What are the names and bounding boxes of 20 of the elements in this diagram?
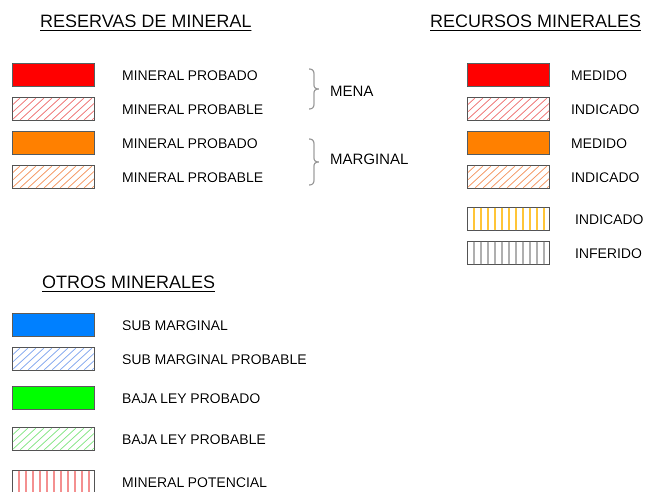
legend-label: MINERAL PROBABLE bbox=[122, 101, 264, 117]
legend-label: MINERAL PROBABLE bbox=[122, 169, 264, 185]
group-label: MARGINAL bbox=[330, 152, 408, 168]
group-label: MENA bbox=[330, 84, 374, 100]
legend-label: INDICADO bbox=[571, 101, 640, 117]
legend-label: MINERAL PROBADO bbox=[122, 67, 258, 83]
legend-label: BAJA LEY PROBADO bbox=[122, 390, 260, 406]
legend-label: SUB MARGINAL bbox=[122, 317, 228, 333]
legend-label: MINERAL POTENCIAL bbox=[122, 474, 267, 490]
section-heading: RECURSOS MINERALES bbox=[430, 11, 642, 31]
section-heading: OTROS MINERALES bbox=[42, 272, 216, 292]
section-heading: RESERVAS DE MINERAL bbox=[40, 11, 252, 31]
legend-label: INFERIDO bbox=[575, 245, 642, 261]
legend-label: SUB MARGINAL PROBABLE bbox=[122, 351, 307, 367]
legend-label: MEDIDO bbox=[571, 135, 627, 151]
legend-label: MINERAL PROBADO bbox=[122, 135, 258, 151]
legend-label: INDICADO bbox=[571, 169, 640, 185]
legend-label: MEDIDO bbox=[571, 67, 627, 83]
legend-label: BAJA LEY PROBABLE bbox=[122, 431, 266, 447]
legend-label: INDICADO bbox=[575, 211, 644, 227]
